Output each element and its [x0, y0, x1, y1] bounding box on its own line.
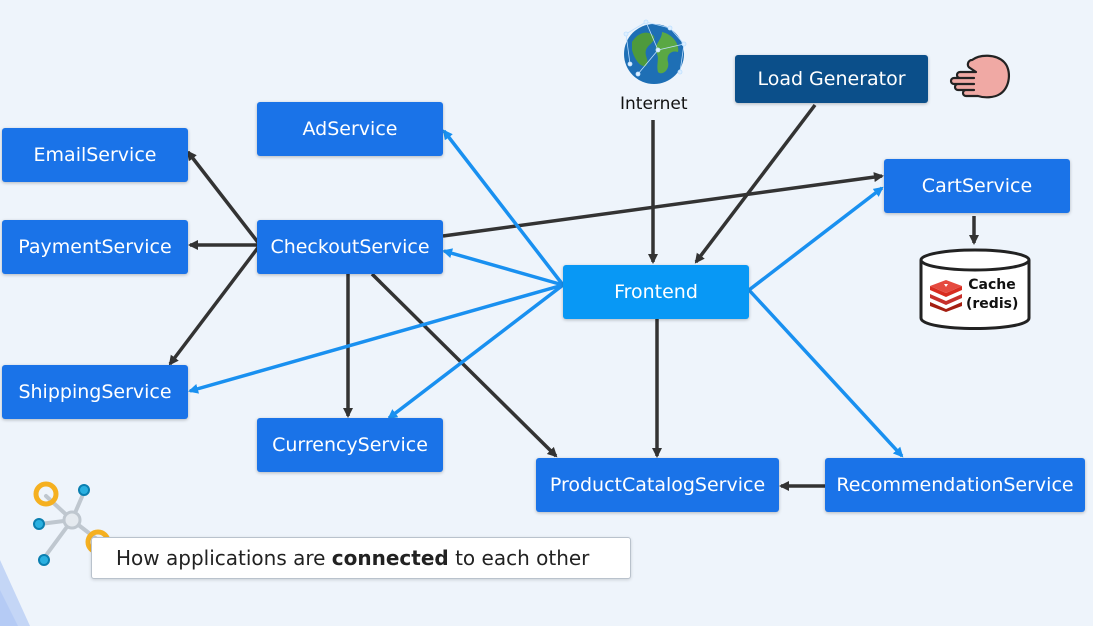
ad-service-node[interactable]: AdService [257, 102, 443, 156]
frontend-node[interactable]: Frontend [563, 265, 749, 319]
caption-suffix: to each other [448, 546, 590, 570]
internet-label: Internet [620, 94, 688, 114]
cache-cylinder [919, 248, 1031, 330]
shipping-service-node[interactable]: ShippingService [2, 365, 188, 419]
cart-service-node[interactable]: CartService [884, 159, 1070, 213]
redis-icon [930, 280, 962, 312]
loadgen-to-frontend-arrow [694, 103, 817, 264]
caption-box: How applications are connected to each o… [91, 537, 631, 579]
frontend-to-cart-arrow [747, 186, 884, 292]
pointing-hand-icon [949, 54, 1010, 99]
load-generator-node[interactable]: Load Generator [735, 55, 928, 103]
cache-label-line1: Cache [968, 277, 1016, 293]
frontend-to-recommendation-arrow [747, 288, 904, 458]
cache-label-line2: (redis) [966, 296, 1019, 312]
cache-label: Cache (redis) [966, 276, 1018, 314]
checkout-to-email-arrow [186, 150, 262, 247]
frontend-to-shipping-arrow [188, 283, 564, 394]
frontend-to-checkout-arrow [442, 248, 564, 287]
payment-service-node[interactable]: PaymentService [2, 220, 188, 274]
checkout-to-productcatalog-arrow [370, 272, 558, 458]
checkout-to-cart-arrow [442, 172, 884, 238]
frontend-to-ad-arrow [442, 129, 565, 287]
email-service-node[interactable]: EmailService [2, 128, 188, 182]
caption-prefix: How applications are [116, 546, 332, 570]
recommendation-service-node[interactable]: RecommendationService [825, 458, 1085, 512]
checkout-service-node[interactable]: CheckoutService [257, 220, 443, 274]
currency-service-node[interactable]: CurrencyService [257, 418, 443, 472]
frontend-to-currency-arrow [387, 283, 565, 420]
globe-icon [623, 19, 687, 84]
product-catalog-service-node[interactable]: ProductCatalogService [536, 458, 779, 512]
caption-bold: connected [331, 546, 449, 570]
checkout-to-shipping-arrow [168, 243, 262, 366]
